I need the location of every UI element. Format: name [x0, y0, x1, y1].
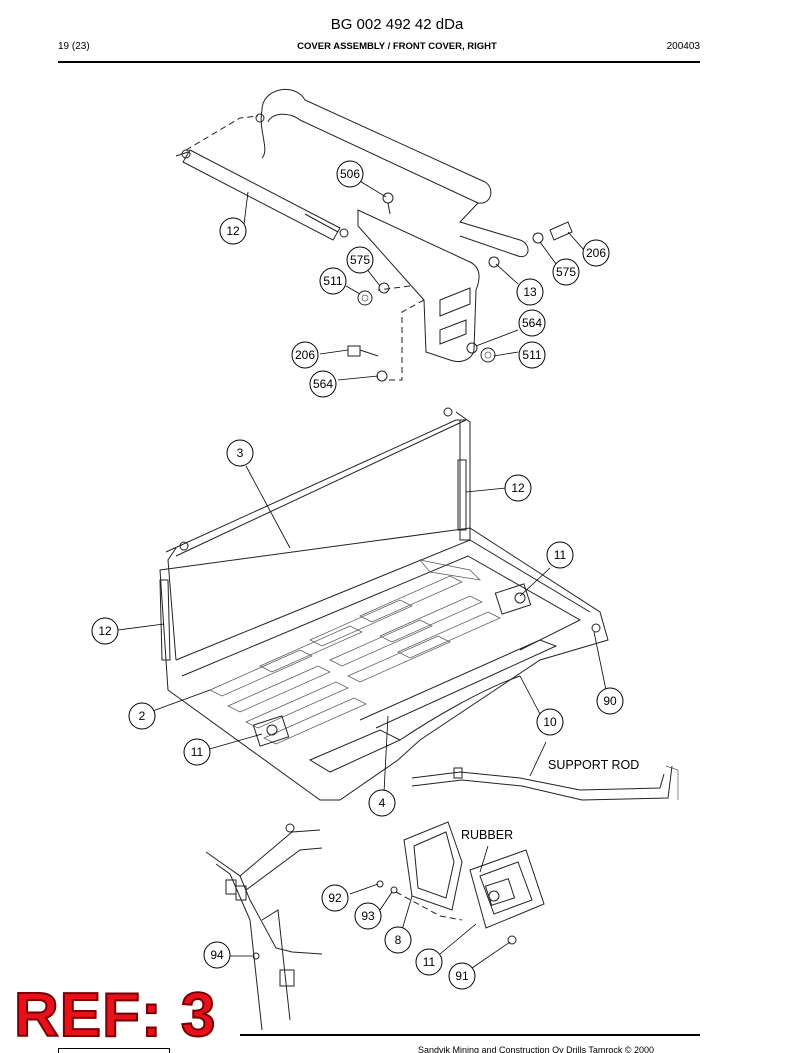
callout-11: 11: [415, 948, 443, 976]
callout-12: 12: [219, 217, 247, 245]
svg-text:10: 10: [543, 715, 557, 729]
callout-12: 12: [504, 474, 532, 502]
svg-text:3: 3: [237, 446, 244, 460]
support-rod-drawing: [411, 765, 679, 801]
svg-text:90: 90: [603, 694, 617, 708]
callout-90: 90: [596, 687, 624, 715]
document-number: BG 002 492 42 dDa: [330, 16, 464, 33]
support-rod-label: SUPPORT ROD: [548, 758, 639, 772]
callout-12: 12: [91, 617, 119, 645]
rubber-label: RUBBER: [461, 828, 513, 842]
svg-text:206: 206: [295, 348, 315, 362]
callout-94: 94: [203, 941, 231, 969]
svg-text:94: 94: [210, 948, 224, 962]
svg-text:2: 2: [139, 709, 146, 723]
svg-text:564: 564: [313, 377, 333, 391]
svg-text:91: 91: [455, 969, 469, 983]
svg-text:12: 12: [511, 481, 525, 495]
callout-10: 10: [536, 708, 564, 736]
svg-text:11: 11: [423, 955, 436, 969]
latch-detail-drawing: [205, 821, 545, 1031]
detail-leaders: [230, 845, 511, 969]
callout-13: 13: [516, 278, 544, 306]
section-title: COVER ASSEMBLY / FRONT COVER, RIGHT: [297, 41, 497, 52]
callout-564: 564: [518, 309, 546, 337]
svg-text:4: 4: [379, 796, 386, 810]
ref-stamp: REF: 3: [13, 981, 217, 1050]
callout-206: 206: [291, 341, 319, 369]
hinge-assembly-drawing: [175, 89, 573, 382]
cover-drawing: [159, 407, 609, 801]
footer-rule: [240, 1034, 700, 1036]
callout-11: 11: [546, 541, 574, 569]
callout-93: 93: [354, 902, 382, 930]
svg-text:575: 575: [556, 265, 576, 279]
page-number: 19 (23): [58, 41, 90, 52]
svg-text:11: 11: [191, 745, 204, 759]
svg-text:13: 13: [523, 285, 537, 299]
svg-text:93: 93: [361, 909, 375, 923]
callout-511: 511: [518, 341, 546, 369]
callout-8: 8: [384, 926, 412, 954]
callout-11: 11: [183, 738, 211, 766]
svg-text:92: 92: [328, 891, 342, 905]
callout-3: 3: [226, 439, 254, 467]
callout-575: 575: [552, 258, 580, 286]
svg-text:506: 506: [340, 167, 360, 181]
callout-506: 506: [336, 160, 364, 188]
svg-text:11: 11: [554, 548, 567, 562]
svg-text:206: 206: [586, 246, 606, 260]
callout-511: 511: [319, 267, 347, 295]
svg-text:511: 511: [522, 348, 541, 362]
svg-text:564: 564: [522, 316, 542, 330]
cover-leaders: [117, 465, 607, 793]
callout-206: 206: [582, 239, 610, 267]
svg-text:511: 511: [323, 274, 342, 288]
svg-text:8: 8: [395, 933, 402, 947]
callout-91: 91: [448, 962, 476, 990]
svg-text:575: 575: [350, 253, 370, 267]
callout-2: 2: [128, 702, 156, 730]
footer-copyright: Sandvik Mining and Construction Oy Drill…: [418, 1045, 655, 1053]
callout-92: 92: [321, 884, 349, 912]
brand-logo-box: [58, 1048, 170, 1053]
svg-text:12: 12: [226, 224, 240, 238]
callout-4: 4: [368, 789, 396, 817]
callout-564: 564: [309, 370, 337, 398]
hinge-leaders: [243, 179, 585, 381]
date-code: 200403: [666, 41, 700, 52]
header-rule: [58, 61, 700, 63]
callout-575: 575: [346, 246, 374, 274]
svg-text:12: 12: [98, 624, 112, 638]
